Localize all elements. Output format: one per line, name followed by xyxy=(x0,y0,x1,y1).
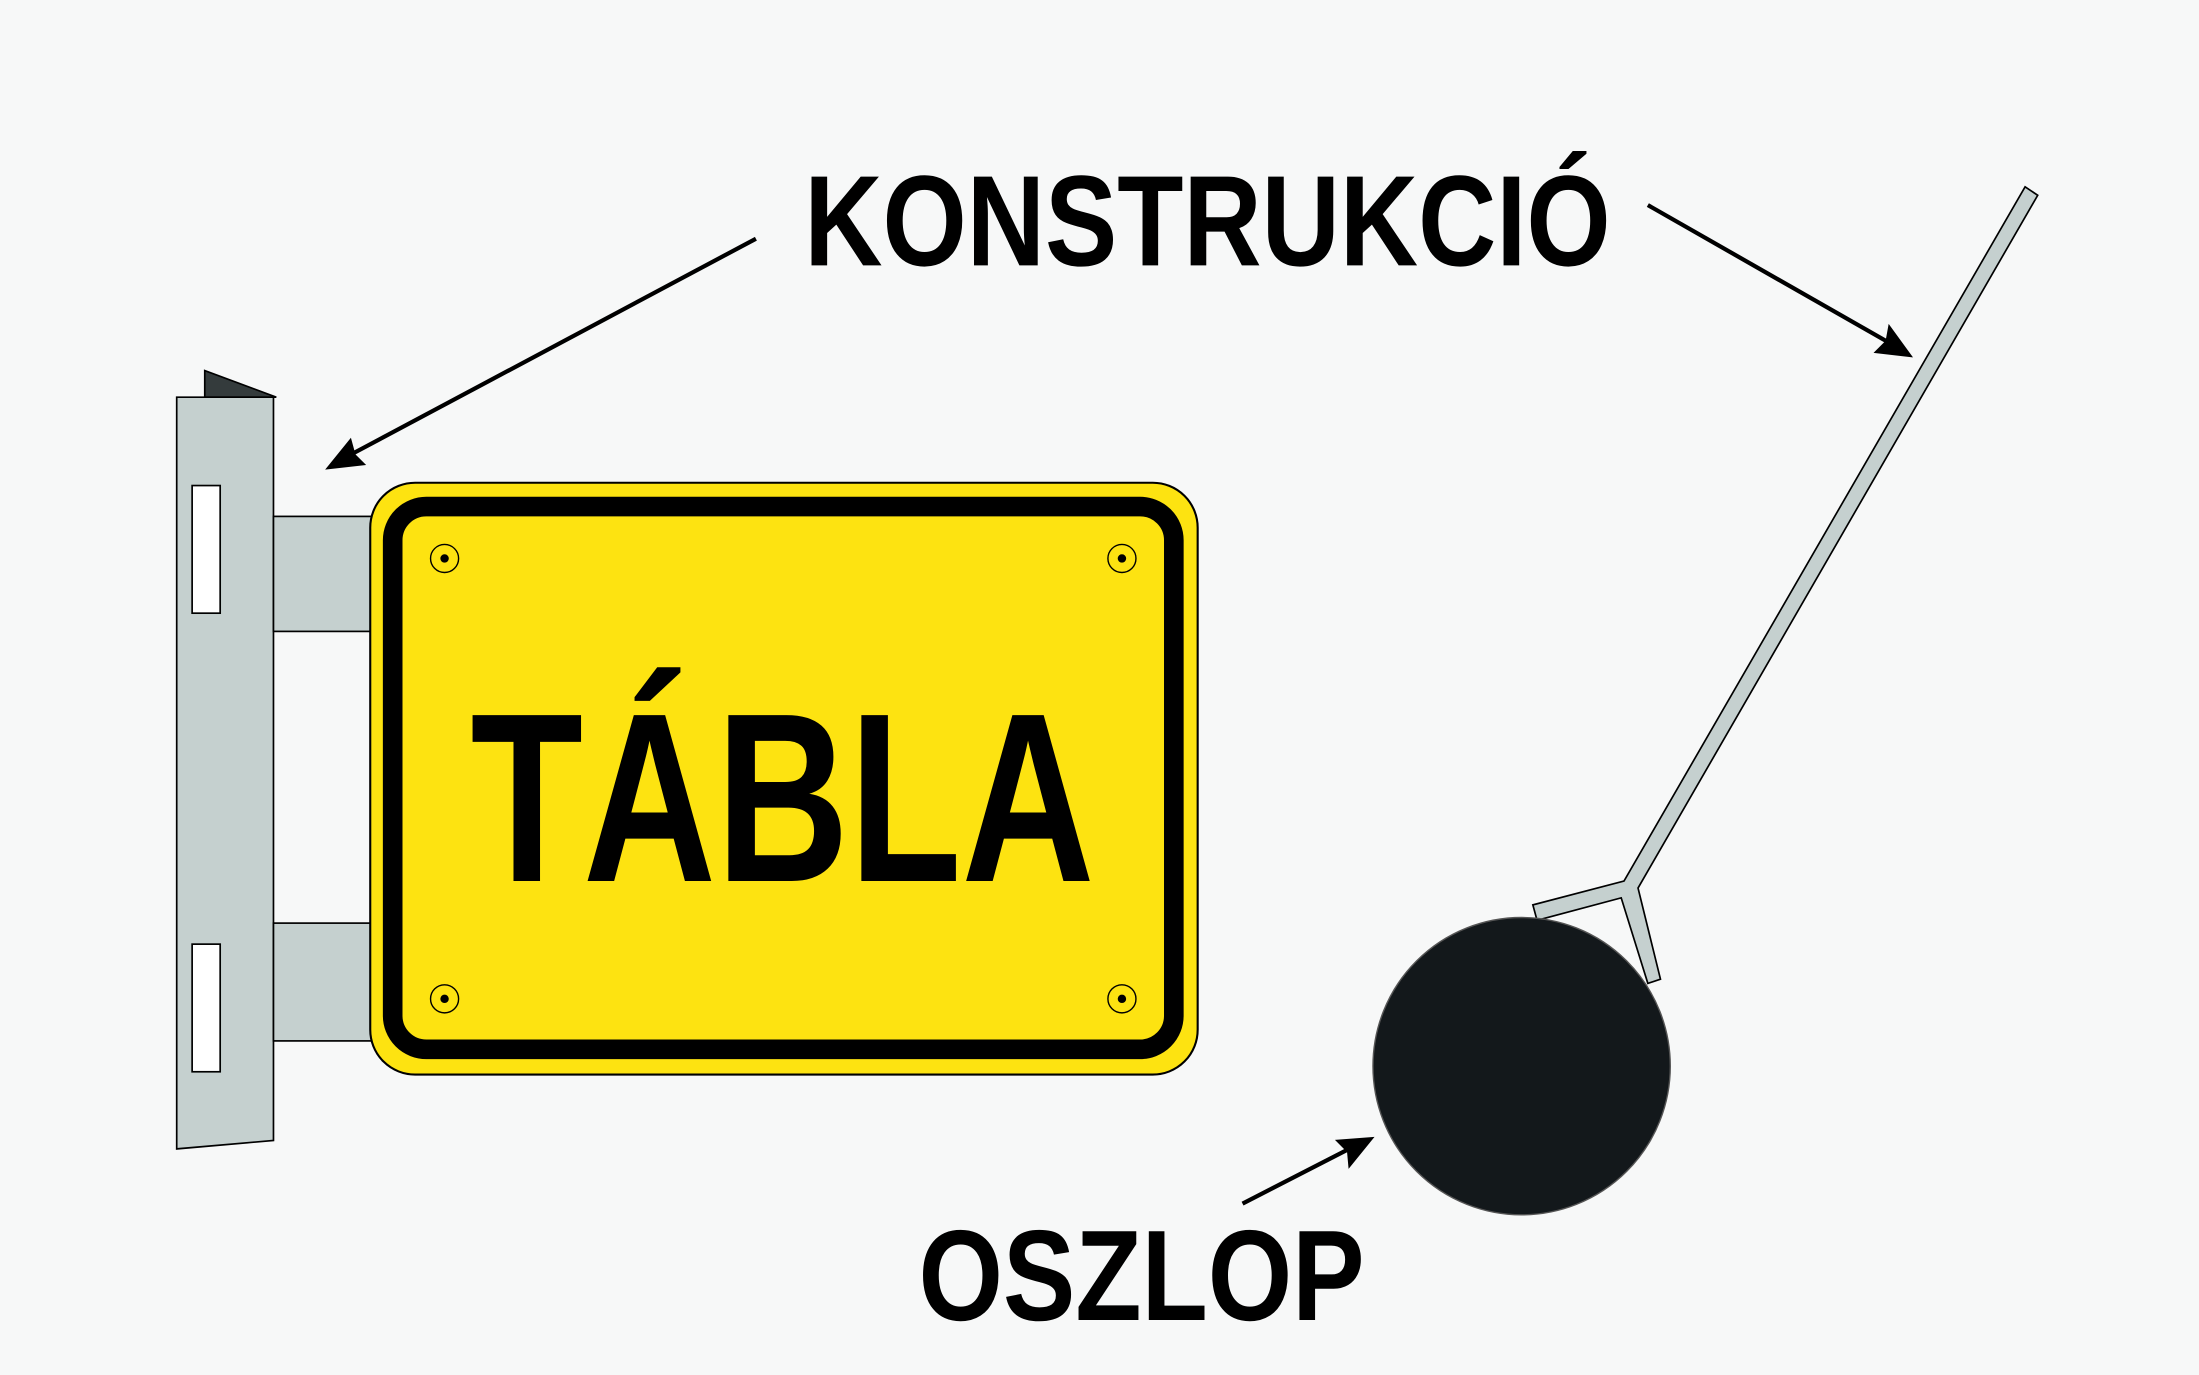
bracket-slot-bottom xyxy=(191,943,222,1073)
sign-border xyxy=(382,496,1184,1060)
bracket-plate xyxy=(175,396,275,1150)
sign-text: TÁBLA xyxy=(471,664,1095,933)
yellow-sign: TÁBLA xyxy=(369,481,1199,1076)
wall-bracket xyxy=(175,369,376,1150)
pole-assembly xyxy=(1372,185,2039,1216)
sign-panel xyxy=(369,481,1199,1076)
bracket-slot-top xyxy=(191,484,222,615)
arrows xyxy=(325,203,1914,1206)
screw-icons xyxy=(429,543,1137,1014)
arrowhead-icon xyxy=(1334,1136,1375,1169)
arrow-to-arm xyxy=(1646,203,1888,343)
arrowhead-icon xyxy=(325,437,367,470)
pole-label: OSZLOP xyxy=(919,1204,1365,1348)
arrow-to-pole xyxy=(1241,1147,1351,1206)
bracket-arm-bottom xyxy=(272,922,376,1042)
arrowhead-icon xyxy=(1873,323,1914,358)
arrow-to-bracket xyxy=(349,236,757,457)
construction-label: KONSTRUKCIÓ xyxy=(804,149,1610,293)
support-arm xyxy=(1531,185,2039,985)
pole-cross-section xyxy=(1372,916,1671,1216)
bracket-arm-top xyxy=(272,515,376,633)
